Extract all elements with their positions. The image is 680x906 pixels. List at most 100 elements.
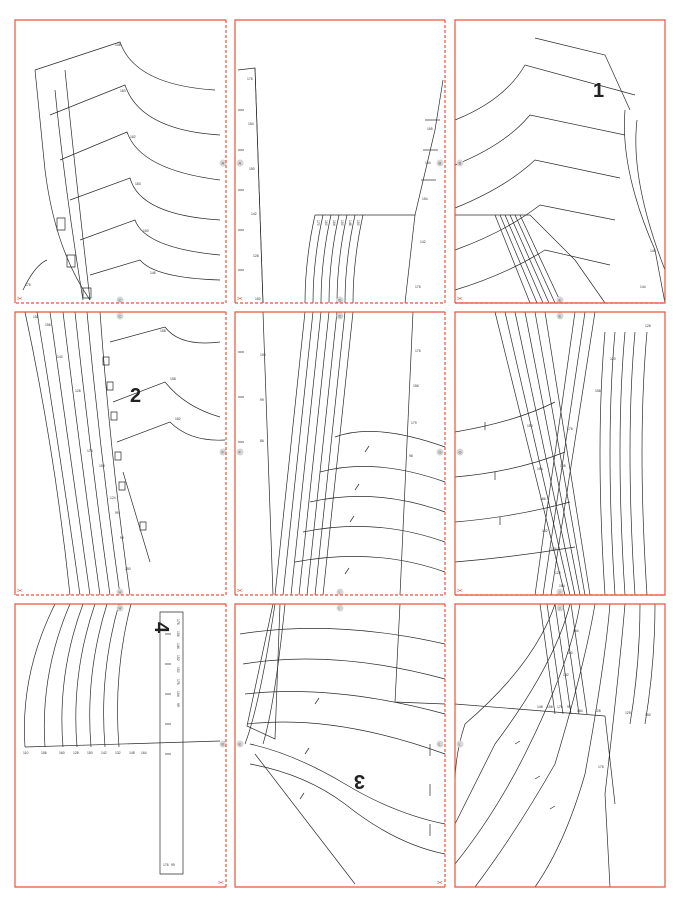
size-label: 176 bbox=[163, 863, 169, 867]
size-label: 144 bbox=[640, 285, 646, 289]
size-label: 150 bbox=[87, 751, 93, 755]
size-label: 160 bbox=[567, 651, 573, 655]
size-label: 148 bbox=[115, 43, 121, 47]
size-label: 154 bbox=[422, 197, 428, 201]
size-label: 176 bbox=[415, 349, 421, 353]
size-label: 176 bbox=[415, 285, 421, 289]
size-label: 128 bbox=[73, 751, 79, 755]
pattern-tile-5: 100 99 86 176 156 179 96 D F G I ✂ bbox=[234, 311, 446, 596]
size-label: 100 bbox=[260, 353, 266, 357]
size-label: 150 bbox=[340, 220, 344, 226]
size-label: 99 bbox=[115, 511, 119, 515]
tile-3-drawing: 1 148 144 B E ✂ bbox=[454, 37, 666, 304]
scissors-icon: ✂ bbox=[17, 296, 23, 303]
tile-8-drawing: 3 I K L ✂ bbox=[236, 603, 446, 887]
size-label: 170 bbox=[316, 220, 320, 226]
pattern-tile-3: 1 148 144 B E ✂ bbox=[454, 19, 666, 304]
size-label: 158 bbox=[595, 389, 601, 393]
size-label: 148 bbox=[650, 249, 656, 253]
marker-label: G bbox=[439, 450, 442, 455]
size-label: 110 bbox=[23, 751, 29, 755]
size-label: 154 bbox=[559, 584, 565, 588]
marker-label: D bbox=[339, 298, 342, 303]
size-label: 156 bbox=[176, 631, 180, 637]
marker-label: K bbox=[239, 742, 242, 747]
pattern-tile-4: 2 156 158 158 140 182 128 176 158 124 99… bbox=[14, 311, 227, 596]
size-label: 179 bbox=[411, 421, 417, 425]
marker-label: A bbox=[222, 161, 225, 166]
pattern-tile-6: 128 120 158 176 158 150 154 186 152 104 … bbox=[454, 311, 666, 596]
size-label: 150 bbox=[143, 229, 149, 233]
marker-label: J bbox=[559, 606, 561, 611]
size-label: 99 bbox=[260, 398, 264, 402]
size-label: 152 bbox=[542, 529, 548, 533]
size-label: 142 bbox=[251, 212, 257, 216]
tile-6-drawing: 128 120 158 176 158 150 154 186 152 104 … bbox=[454, 311, 651, 596]
marker-label: A bbox=[239, 161, 242, 166]
size-label: 148 bbox=[129, 751, 135, 755]
tile-4-drawing: 2 156 158 158 140 182 128 176 158 124 99… bbox=[17, 311, 227, 596]
scissors-icon: ✂ bbox=[437, 880, 443, 887]
size-label: 158 bbox=[170, 377, 176, 381]
size-label: 176 bbox=[87, 449, 93, 453]
size-label: 164 bbox=[332, 220, 336, 226]
size-label: 154 bbox=[573, 629, 579, 633]
size-label: 154 bbox=[176, 691, 180, 697]
piece-number: 4 bbox=[150, 622, 172, 634]
size-label: 142 bbox=[101, 751, 107, 755]
tile-7-drawing: 4 176 156 144 152 150 176 154 99 110 156… bbox=[23, 603, 227, 887]
size-label: 120 bbox=[610, 357, 616, 361]
marker-label: E bbox=[559, 314, 562, 319]
size-label: 128 bbox=[253, 254, 259, 258]
marker-label: G bbox=[459, 450, 462, 455]
size-label: 160 bbox=[120, 89, 126, 93]
marker-label: H bbox=[119, 606, 122, 611]
size-label: 183 bbox=[135, 182, 141, 186]
marker-label: C bbox=[119, 314, 122, 319]
size-label: 128 bbox=[595, 709, 601, 713]
tile-2-drawing: 176 154 150 142 128 150 165 154 154 142 … bbox=[236, 67, 444, 304]
size-label: 86 bbox=[260, 439, 264, 443]
size-label: 182 bbox=[175, 417, 181, 421]
size-label: 99 bbox=[171, 863, 175, 867]
size-label: 150 bbox=[527, 424, 533, 428]
size-label: 158 bbox=[160, 329, 166, 333]
size-label: 148 bbox=[348, 220, 352, 226]
size-label: 156 bbox=[547, 705, 553, 709]
scissors-icon: ✂ bbox=[457, 588, 463, 595]
scissors-icon: ✂ bbox=[237, 296, 243, 303]
size-label: 150 bbox=[356, 220, 360, 226]
size-label: 165 bbox=[427, 127, 433, 131]
size-label: 150 bbox=[255, 297, 261, 301]
size-label: 154 bbox=[425, 161, 431, 165]
marker-label: I bbox=[339, 606, 340, 611]
size-label: 156 bbox=[413, 384, 419, 388]
size-label: 124 bbox=[110, 496, 116, 500]
size-label: 176 bbox=[176, 619, 180, 625]
marker-label: H bbox=[119, 590, 122, 595]
size-label: 150 bbox=[645, 713, 651, 717]
size-label: 150 bbox=[249, 167, 255, 171]
pattern-tile-7: 4 176 156 144 152 150 176 154 99 110 156… bbox=[14, 603, 227, 888]
piece-number: 2 bbox=[130, 385, 141, 407]
marker-label: E bbox=[559, 298, 562, 303]
marker-label: B bbox=[439, 161, 442, 166]
scissors-icon: ✂ bbox=[218, 880, 224, 887]
size-label: 176 bbox=[598, 765, 604, 769]
size-label: 158 bbox=[99, 464, 105, 468]
pattern-tile-2: 176 154 150 142 128 150 165 154 154 142 … bbox=[234, 19, 446, 304]
marker-label: C bbox=[119, 298, 122, 303]
size-label: 154 bbox=[537, 467, 543, 471]
size-label: 132 bbox=[115, 751, 121, 755]
size-label: 125 bbox=[625, 711, 631, 715]
size-label: 150 bbox=[176, 667, 180, 673]
size-label: 160 bbox=[59, 751, 65, 755]
size-label: 176 bbox=[247, 77, 253, 81]
pattern-tile-9: 154 160 142 148 156 176 99 164 128 125 1… bbox=[454, 603, 666, 888]
marker-label: I bbox=[339, 590, 340, 595]
size-label: 104 bbox=[551, 547, 557, 551]
size-label: 156 bbox=[41, 751, 47, 755]
size-label: 128 bbox=[75, 389, 81, 393]
size-label: 128 bbox=[645, 324, 651, 328]
size-label: 99 bbox=[120, 536, 124, 540]
